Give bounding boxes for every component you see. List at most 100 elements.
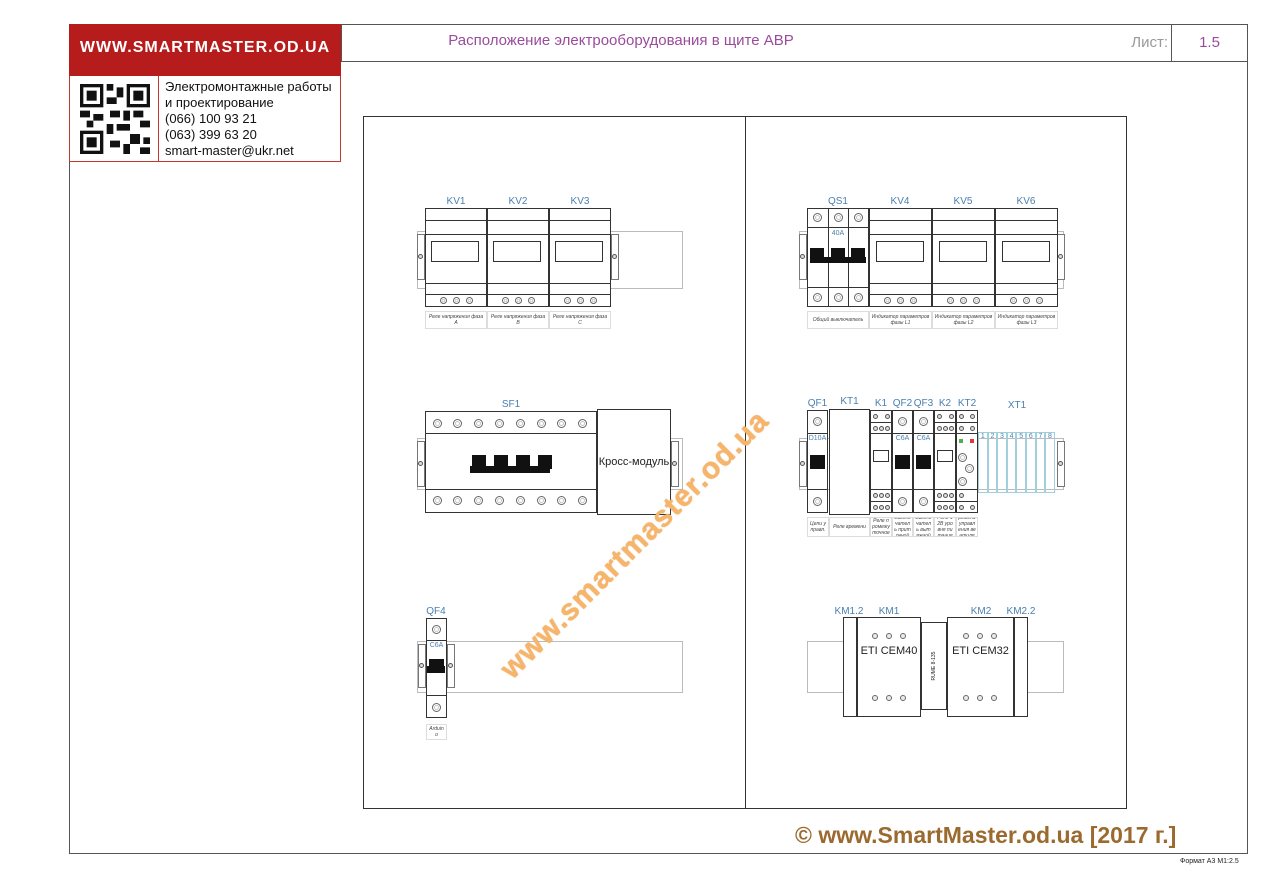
- terminal-block: [1035, 432, 1046, 493]
- divider-line: [426, 640, 447, 641]
- terminal-screw-icon: [465, 296, 473, 304]
- drawing-frame: [69, 24, 1248, 854]
- terminal-dot-icon: [948, 492, 954, 498]
- terminal-screw-icon: [514, 296, 522, 304]
- status-led-red: [970, 439, 974, 443]
- terminal-number: 7: [1038, 433, 1043, 440]
- terminal-screw-icon: [536, 495, 546, 505]
- relay-display: [431, 241, 479, 262]
- divider-line: [892, 489, 913, 490]
- breaker-handle-icon: [895, 455, 910, 469]
- terminal-screw-icon: [432, 624, 441, 634]
- terminal-screw-icon: [515, 418, 525, 428]
- header-divider: [341, 61, 1248, 62]
- divider-line: [913, 433, 934, 434]
- clamp-screw-icon: [418, 254, 423, 259]
- terminal-dot-icon: [969, 413, 975, 419]
- device-caption: Реле времени управления вентилятором: [956, 517, 978, 537]
- qr-code-icon: [80, 84, 150, 154]
- terminal-screw-icon: [474, 418, 484, 428]
- terminal-screw-icon: [536, 418, 546, 428]
- device-caption: Индикатор параметров фазы L1: [869, 311, 932, 329]
- terminal-number: 8: [1048, 433, 1052, 440]
- breaker-rating: C6A: [895, 435, 910, 442]
- breaker-handle-icon: [810, 455, 825, 469]
- terminal-dot-icon: [948, 504, 954, 510]
- clamp-screw-icon: [612, 254, 617, 259]
- terminal-screw-icon: [919, 416, 928, 426]
- terminal-screw-icon: [576, 296, 584, 304]
- site-logo[interactable]: WWW.SMARTMASTER.OD.UA: [69, 24, 341, 76]
- clamp-screw-icon: [1058, 254, 1063, 259]
- terminal-dot-icon: [942, 504, 948, 510]
- terminal-screw-icon: [991, 633, 997, 639]
- divider-line: [932, 220, 995, 221]
- terminal-dot-icon: [872, 425, 878, 431]
- terminal-screw-icon: [1009, 296, 1017, 304]
- divider-line: [425, 220, 487, 221]
- device-caption: Arduino: [426, 724, 447, 740]
- terminal-block: [1026, 432, 1036, 493]
- terminal-screw-icon: [898, 496, 907, 506]
- breaker-rating: C6A: [429, 642, 444, 649]
- divider-line: [487, 283, 549, 284]
- divider-line: [934, 422, 956, 423]
- page-title: Расположение электрооборудования в щите …: [448, 32, 794, 49]
- clamp-screw-icon: [672, 461, 677, 466]
- terminal-number: 4: [1009, 433, 1014, 440]
- contactor-model: ETI CEM40: [860, 645, 918, 657]
- device-label: QF3: [913, 398, 934, 409]
- device-caption: Реле напряжения фаза C: [549, 311, 611, 329]
- terminal-number: 3: [1000, 433, 1004, 440]
- divider-line: [934, 433, 956, 434]
- clamp-screw-icon: [448, 663, 453, 668]
- din-rail: [417, 641, 683, 693]
- terminal-screw-icon: [900, 633, 906, 639]
- terminal-screw-icon: [957, 452, 967, 462]
- email[interactable]: smart-master@ukr.net: [165, 143, 294, 158]
- terminal-dot-icon: [958, 504, 964, 510]
- terminal-screw-icon: [1022, 296, 1030, 304]
- terminal-screw-icon: [909, 296, 917, 304]
- terminal-screw-icon: [812, 292, 822, 302]
- aux-contact-km1-2: [843, 617, 857, 717]
- terminal-screw-icon: [474, 495, 484, 505]
- copyright: © www.SmartMaster.od.ua [2017 г.]: [795, 822, 1177, 848]
- contactor-km2: [947, 617, 1014, 717]
- terminal-screw-icon: [898, 416, 907, 426]
- terminal-screw-icon: [432, 702, 441, 712]
- divider-line: [956, 433, 978, 434]
- terminal-screw-icon: [494, 418, 504, 428]
- terminal-dot-icon: [884, 425, 890, 431]
- terminal-screw-icon: [439, 296, 447, 304]
- device-label: KV1: [446, 196, 466, 207]
- terminal-screw-icon: [977, 695, 983, 701]
- terminal-screw-icon: [813, 496, 822, 506]
- device-caption: Реле времени: [829, 517, 870, 537]
- divider-line: [549, 294, 611, 295]
- terminal-dot-icon: [872, 413, 878, 419]
- time-relay-kt2: [956, 410, 978, 513]
- relay-display: [555, 241, 603, 262]
- relay-window: [937, 450, 953, 462]
- terminal-screw-icon: [991, 695, 997, 701]
- terminal-block: [1016, 432, 1026, 493]
- divider-line: [870, 422, 892, 423]
- terminal-screw-icon: [872, 633, 878, 639]
- terminal-dot-icon: [872, 504, 878, 510]
- terminal-dot-icon: [884, 413, 890, 419]
- terminal-dot-icon: [936, 504, 942, 510]
- terminal-screw-icon: [452, 296, 460, 304]
- terminal-dot-icon: [936, 492, 942, 498]
- terminal-screw-icon: [972, 296, 980, 304]
- terminal-screw-icon: [872, 695, 878, 701]
- terminal-screw-icon: [812, 212, 822, 222]
- divider-line: [913, 489, 934, 490]
- device-caption: Цепи управл.: [807, 517, 829, 537]
- divider-line: [934, 501, 956, 502]
- divider-line: [869, 283, 932, 284]
- terminal-screw-icon: [946, 296, 954, 304]
- terminal-dot-icon: [958, 425, 964, 431]
- device-label: KM2.2: [1006, 606, 1036, 617]
- clamp-screw-icon: [418, 461, 423, 466]
